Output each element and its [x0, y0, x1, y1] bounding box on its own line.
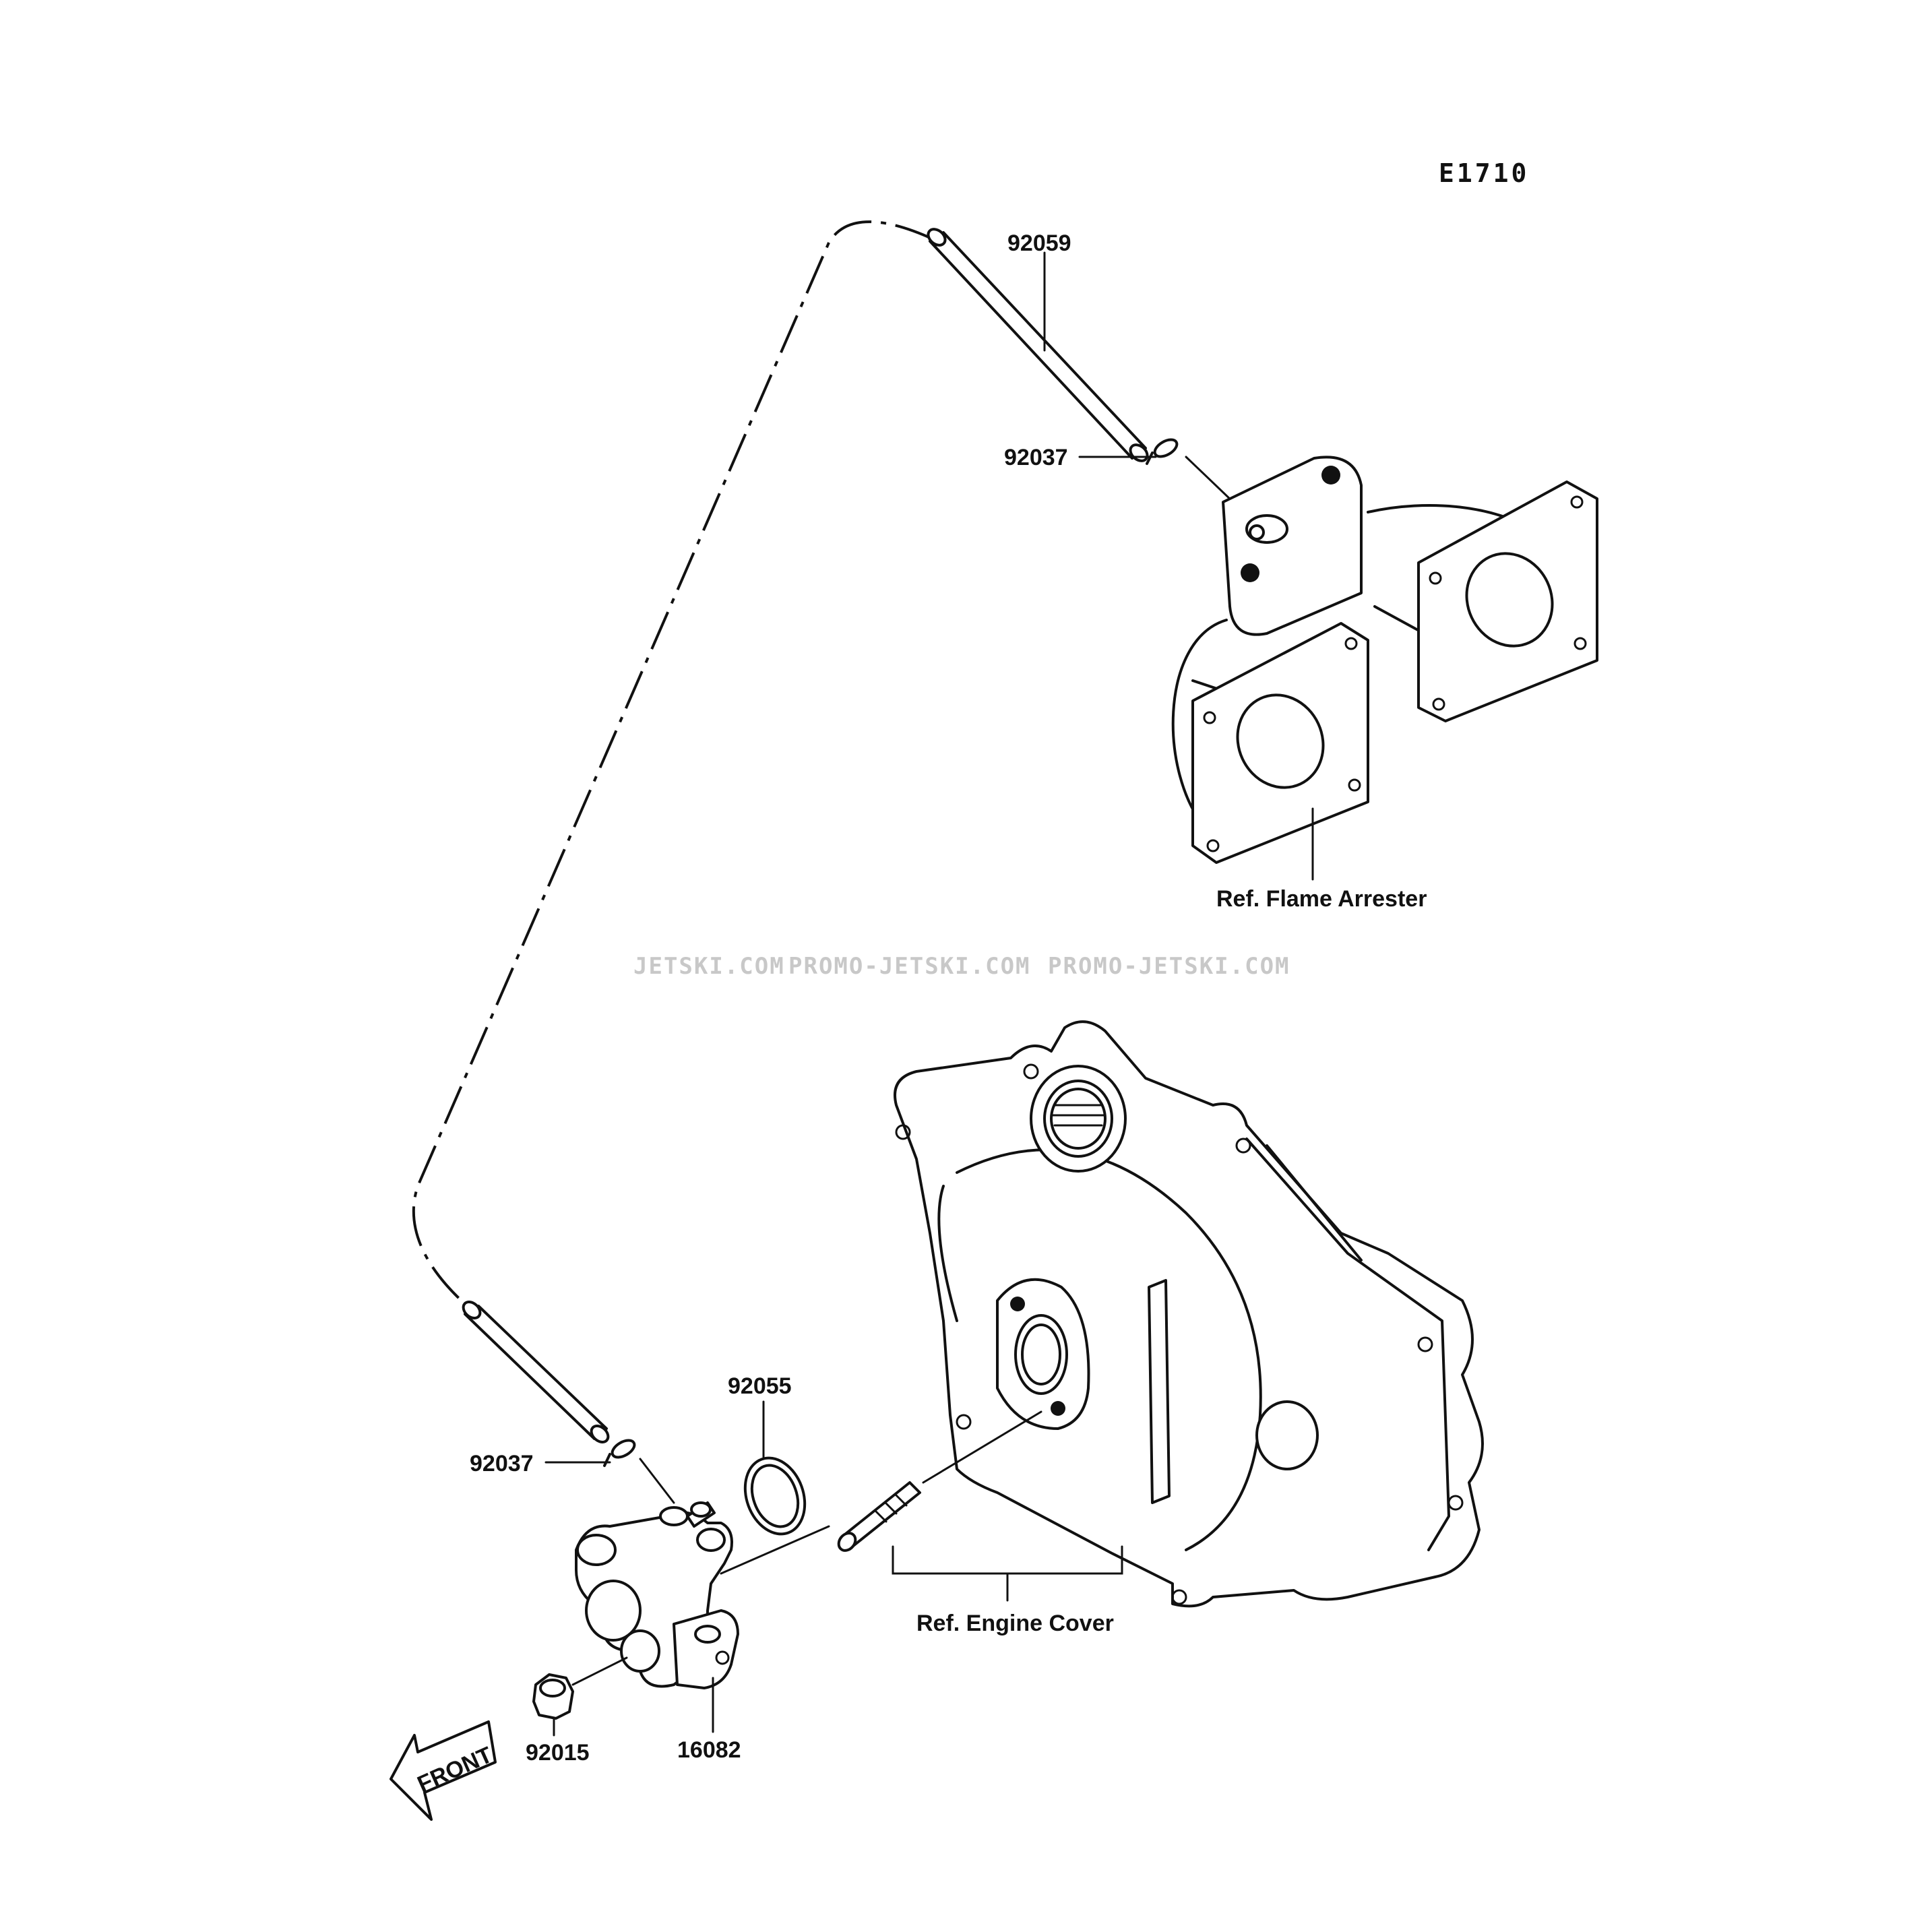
hose-routing-line: [412, 220, 934, 1305]
hose-92059: [927, 228, 1149, 462]
label-ref-flame-arrester: Ref. Flame Arrester: [1216, 886, 1427, 912]
connection-line-bottom: [639, 1458, 675, 1504]
clamp-92037-bottom: [603, 1439, 636, 1467]
hose-lower: [462, 1301, 610, 1443]
watermark-3: PROMO-JETSKI.COM: [1048, 953, 1290, 980]
nut-92015: [532, 1673, 574, 1720]
watermark-2: PROMO-JETSKI.COM: [788, 953, 1031, 980]
flame-arrester: [1171, 456, 1598, 864]
connection-line-stud: [922, 1410, 1042, 1484]
oring-92055: [743, 1456, 807, 1536]
watermark-1: JETSKI.COM: [633, 953, 785, 980]
leader-engine-cover: [892, 1545, 1123, 1602]
label-ref-engine-cover: Ref. Engine Cover: [916, 1611, 1114, 1636]
label-92059: 92059: [1007, 230, 1071, 256]
stud: [837, 1481, 921, 1552]
label-16082: 16082: [677, 1737, 741, 1763]
engine-cover: [894, 1020, 1484, 1608]
connection-line-nut: [571, 1656, 628, 1686]
pump-16082: [575, 1501, 739, 1689]
connection-line-oring: [720, 1525, 830, 1575]
label-92015: 92015: [526, 1740, 590, 1766]
diagram-code: E1710: [1439, 158, 1529, 188]
label-92037-bottom: 92037: [470, 1451, 534, 1476]
clamp-92037-top: [1146, 438, 1179, 465]
connection-line-top: [1185, 456, 1235, 503]
label-92055: 92055: [728, 1373, 792, 1399]
front-arrow: FRONT: [389, 1720, 497, 1821]
label-92037-top: 92037: [1004, 445, 1068, 470]
